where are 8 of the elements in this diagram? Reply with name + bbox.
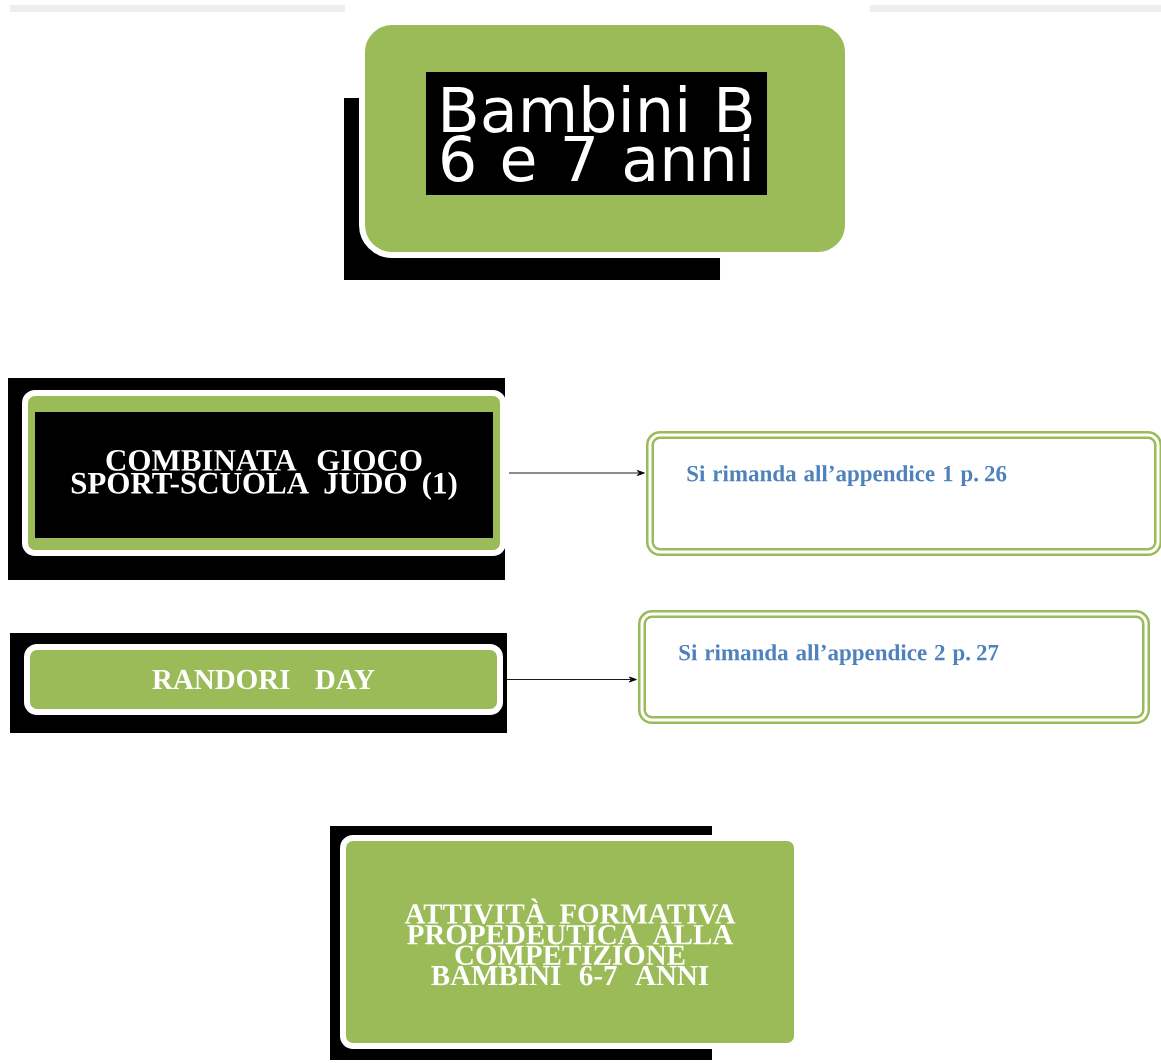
reference-box: Si rimanda all’appendice 1 p. 26 <box>646 431 1161 556</box>
arrow <box>508 470 645 476</box>
title-box: Bambini B 6 e 7 anni <box>359 19 851 258</box>
activity-box: RANDORI DAY <box>24 644 503 715</box>
activity-box: COMBINATA GIOCO SPORT-SCUOLA JUDO (1) <box>22 390 506 556</box>
activity-box: ATTIVITÀ FORMATIVA PROPEDEUTICA ALLA COMPETIZIONE BAMBINI 6-7 ANNI <box>340 835 800 1049</box>
reference-box: Si rimanda all’appendice 2 p. 27 <box>638 610 1150 724</box>
arrow <box>505 676 637 683</box>
